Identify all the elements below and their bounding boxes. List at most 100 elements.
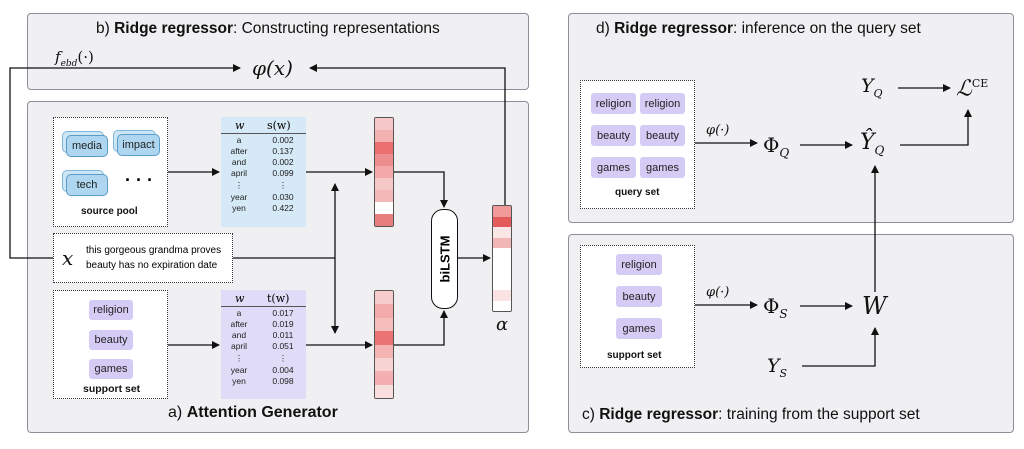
bar-cell (375, 291, 393, 305)
bar-cell (493, 237, 511, 248)
query-set-label: query set (615, 187, 660, 198)
ts-v-cell: ⋮ (278, 180, 288, 190)
tt-v-cell: ⋮ (278, 353, 288, 363)
Phi-S: ΦS (763, 294, 788, 321)
tt-v-cell: 0.004 (272, 365, 294, 375)
sentence-line-1: this gorgeous grandma proves (86, 245, 222, 256)
bar-cell (375, 166, 393, 178)
ts-w-cell: and (231, 157, 247, 167)
source-chip-tech: tech (66, 174, 108, 196)
tt-v-cell: 0.011 (272, 330, 294, 340)
support-c-chip-religion: religion (616, 254, 662, 275)
tt-w-cell: ⋮ (234, 353, 244, 363)
support-set-box-a: religion beauty games support set (53, 290, 168, 399)
support-set-label-a: support set (83, 383, 141, 395)
bar-cell (375, 317, 393, 332)
support-chip-religion: religion (89, 300, 133, 320)
table-t-col-value: t(w) (267, 292, 290, 305)
source-pool-box: media impact tech · · · source pool (53, 117, 168, 227)
tt-w-cell: yen (232, 376, 246, 386)
support-c-chip-games: games (616, 318, 662, 339)
ts-w-cell: a (236, 135, 242, 145)
ts-v-cell: 0.422 (272, 203, 294, 213)
ts-v-cell: 0.002 (272, 157, 294, 167)
bar-cell (493, 279, 511, 290)
tt-v-cell: 0.051 (272, 341, 294, 351)
table-t-col-w: w (235, 292, 245, 305)
panel-c-title: c) Ridge regressor: training from the su… (582, 406, 920, 423)
support-embedding-bar (374, 290, 394, 399)
Y-hat-Q: ŶQ (860, 130, 885, 158)
arrow-ys-to-W (802, 327, 879, 367)
bar-cell (375, 344, 393, 358)
bar-cell (375, 153, 393, 166)
tt-v-cell: 0.098 (272, 376, 294, 386)
panel-d-title: d) Ridge regressor: inference on the que… (596, 20, 921, 37)
bar-cell (493, 290, 511, 301)
input-sentence-box: x this gorgeous grandma proves beauty ha… (53, 233, 233, 283)
ts-v-cell: 0.137 (272, 146, 294, 156)
tt-w-cell: and (231, 330, 247, 340)
phi-dot-support: φ(·) (706, 285, 730, 300)
bar-cell (493, 258, 511, 269)
source-embedding-bar (374, 117, 394, 227)
bar-cell (375, 178, 393, 190)
arrow-bar1-to-bilstm (394, 171, 448, 208)
x-symbol: x (62, 246, 74, 270)
tt-w-cell: after (230, 319, 248, 329)
bar-cell (375, 357, 393, 372)
support-set-label-c: support set (607, 350, 662, 361)
table-s-col-value: s(w) (267, 119, 291, 132)
sentence-line-2: beauty has no expiration date (86, 260, 218, 271)
panel-b-constructing-representations: b) Ridge regressor: Constructing represe… (27, 13, 529, 90)
arrow-bar2-to-bilstm (394, 310, 448, 346)
ts-v-cell: 0.030 (272, 192, 294, 202)
ts-w-cell: april (230, 168, 248, 178)
source-chip-impact: impact (117, 134, 160, 156)
tt-w-cell: a (236, 308, 242, 318)
support-chip-beauty: beauty (89, 330, 133, 350)
bar-cell (493, 300, 511, 311)
bar-cell (375, 189, 393, 202)
source-pool-ellipsis: · · · (125, 170, 153, 190)
bar-cell (493, 206, 511, 217)
attention-alpha-bar (492, 205, 512, 312)
ts-w-cell: year (230, 192, 248, 202)
alpha-symbol: α (496, 314, 509, 335)
bar-cell (493, 248, 511, 259)
f-ebd-label: febd(·) (55, 48, 94, 69)
query-set-box: religion religion beauty beauty games ga… (580, 80, 695, 209)
Y-Q: YQ (861, 75, 883, 100)
source-pool-label: source pool (81, 206, 138, 217)
Y-S: YS (767, 355, 788, 380)
W-matrix: W (862, 292, 887, 320)
panel-b-title: b) Ridge regressor: Constructing represe… (96, 20, 440, 37)
source-chip-media: media (66, 135, 108, 157)
bar-cell (375, 371, 393, 385)
bar-cell (493, 216, 511, 227)
query-chip-3: beauty (591, 125, 636, 146)
bar-cell (375, 202, 393, 214)
bar-cell (375, 304, 393, 318)
query-chip-4: beauty (640, 125, 685, 146)
query-chip-2: religion (640, 93, 685, 114)
support-chip-games: games (89, 359, 133, 379)
ts-v-cell: 0.099 (272, 168, 294, 178)
tt-v-cell: 0.017 (272, 308, 294, 318)
ts-v-cell: 0.002 (272, 135, 294, 145)
bar-cell (375, 142, 393, 154)
phi-dot-query: φ(·) (706, 123, 730, 138)
bar-cell (375, 118, 393, 130)
bilstm-block: biLSTM (431, 209, 458, 309)
bar-cell (493, 227, 511, 238)
tt-w-cell: year (230, 365, 248, 375)
arrow-yhat-to-loss (900, 109, 972, 146)
bar-cell (375, 130, 393, 142)
table-s-col-w: w (235, 119, 245, 132)
